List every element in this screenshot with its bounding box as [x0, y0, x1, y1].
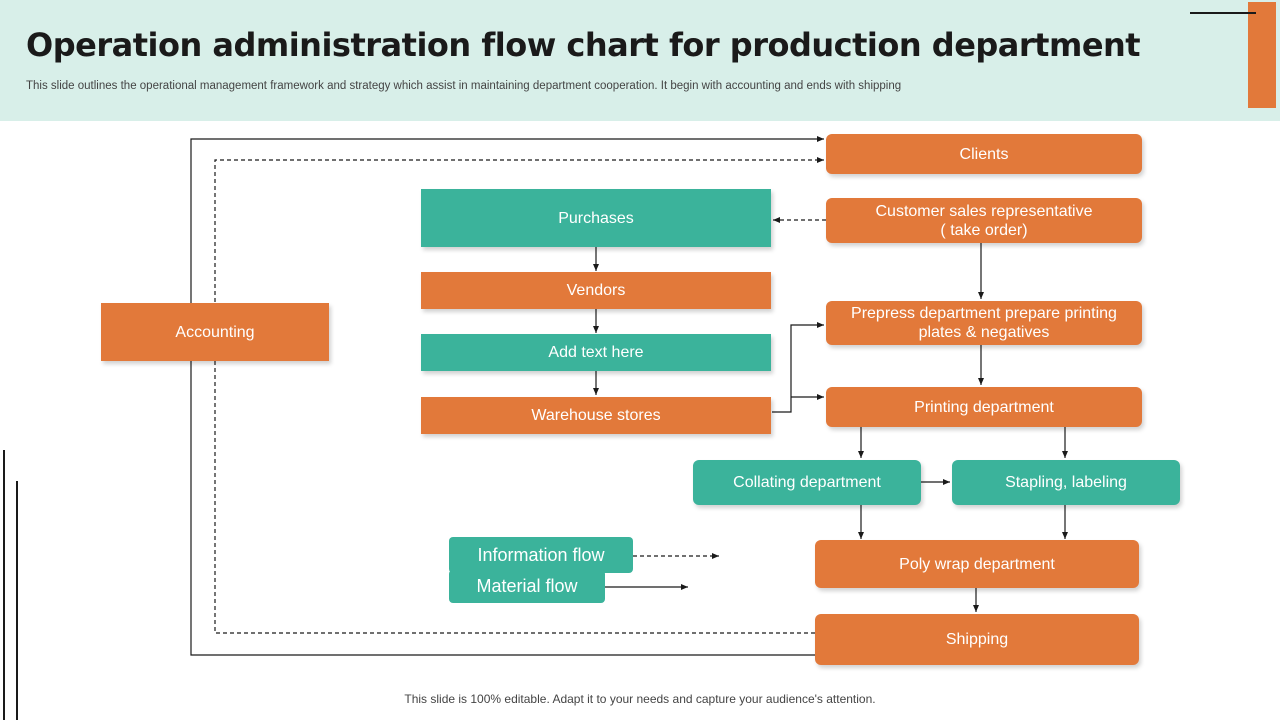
header-band: [0, 0, 1280, 121]
node-customer-sales-representative: Customer sales representative ( take ord…: [826, 198, 1142, 243]
legend-information-flow: Information flow: [449, 537, 633, 573]
node-shipping: Shipping: [815, 614, 1139, 665]
node-collating-department: Collating department: [693, 460, 921, 505]
accent-line: [1190, 12, 1256, 14]
warehouse-to-prepress-arrow: [772, 322, 824, 413]
information-flow-loop: [214, 157, 824, 634]
node-prepress-department: Prepress department prepare printing pla…: [826, 301, 1142, 345]
legend-material-flow: Material flow: [449, 570, 605, 603]
decorative-side-line: [16, 481, 18, 720]
material-flow-loop: [190, 136, 824, 656]
page-subtitle: This slide outlines the operational mana…: [26, 80, 902, 92]
footer-note: This slide is 100% editable. Adapt it to…: [404, 692, 876, 706]
node-clients: Clients: [826, 134, 1142, 174]
page-title: Operation administration flow chart for …: [26, 26, 1141, 64]
node-stapling-labeling: Stapling, labeling: [952, 460, 1180, 505]
node-purchases: Purchases: [421, 189, 771, 247]
node-vendors: Vendors: [421, 272, 771, 309]
accent-bar: [1248, 2, 1276, 108]
node-add-text: Add text here: [421, 334, 771, 371]
decorative-side-line: [3, 450, 5, 720]
node-poly-wrap-department: Poly wrap department: [815, 540, 1139, 588]
node-accounting: Accounting: [101, 303, 329, 361]
node-warehouse-stores: Warehouse stores: [421, 397, 771, 434]
node-printing-department: Printing department: [826, 387, 1142, 427]
